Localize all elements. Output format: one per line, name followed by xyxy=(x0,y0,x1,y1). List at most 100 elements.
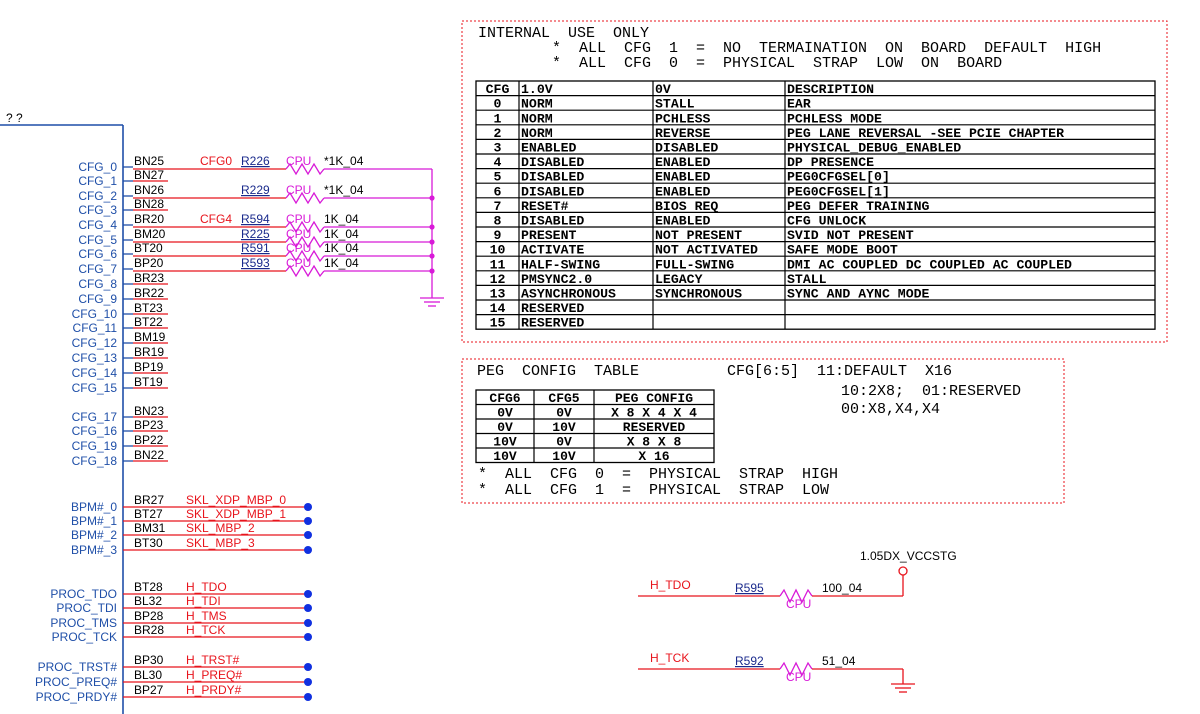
cfg-table-cell: SAFE MODE BOOT xyxy=(787,243,898,258)
cfg-signal-label: CFG_8 xyxy=(78,277,117,291)
ground-icon xyxy=(420,297,444,307)
cfg-pulldown-bus xyxy=(420,169,444,307)
peg-config-panel: PEG CONFIG TABLE CFG[6:5] 11:DEFAULT X16… xyxy=(461,358,1065,504)
cfg-table-header-cell: 0V xyxy=(655,82,671,97)
peg-table-cell: X 16 xyxy=(638,449,669,464)
peg-table-header-cell: CFG6 xyxy=(489,391,520,406)
bpm-net-label: SKL_MBP_2 xyxy=(186,521,255,535)
cfg-table-cell: SVID NOT PRESENT xyxy=(787,228,914,243)
cfg-table-cell: 11 xyxy=(490,257,506,272)
cfg-signal-label: CFG_16 xyxy=(72,424,118,438)
cfg-table-cell: ENABLED xyxy=(655,214,710,229)
peg-cfg-label: CFG[6:5] 11:DEFAULT X16 xyxy=(727,363,952,380)
cfg-table-cell: ACTIVATE xyxy=(521,243,584,258)
cfg-resistor xyxy=(285,162,325,176)
junction-dot xyxy=(429,253,435,259)
cfg-resistor-part: CPU xyxy=(286,241,311,255)
bpm-ball-label: BT30 xyxy=(134,536,163,550)
peg-table-cell: X 8 X 8 xyxy=(627,435,682,450)
cfg-table-frame xyxy=(475,80,1156,330)
cfg-table-cell: ENABLED xyxy=(655,184,710,199)
cfg-signal-label: CFG_14 xyxy=(72,366,118,380)
cfg-ball-label: BN28 xyxy=(134,197,164,211)
jtag-signal-label: PROC_TDI xyxy=(56,601,117,615)
cfg-table-cell: ASYNCHRONOUS xyxy=(521,287,616,302)
bpm-net-label: SKL_MBP_3 xyxy=(186,536,255,550)
cfg-table-cell: HALF-SWING xyxy=(521,257,600,272)
peg-table-frame xyxy=(475,389,715,464)
peg-table-cell: 10V xyxy=(493,449,517,464)
cfg-table-cell: BIOS REQ xyxy=(655,199,718,214)
peg-note-2: * ALL CFG 1 = PHYSICAL STRAP LOW xyxy=(478,482,829,499)
cfg-ball-label: BT20 xyxy=(134,241,163,255)
cfg-table-cell: DMI AC COUPLED DC COUPLED AC COUPLED xyxy=(787,257,1072,272)
cfg-ball-label: BR20 xyxy=(134,212,164,226)
cfg-resistor xyxy=(285,249,325,263)
cfg-ball-label: BP22 xyxy=(134,433,164,447)
connector-dot-icon xyxy=(304,517,312,525)
jtag-net-label: H_TDI xyxy=(186,594,221,608)
cfg-table-cell: 14 xyxy=(490,301,506,316)
cfg-ball-label: BN23 xyxy=(134,404,164,418)
tck-resistor xyxy=(779,661,813,677)
cfg-table-cell: DISABLED xyxy=(521,170,584,185)
cfg-signal-label: CFG_4 xyxy=(78,218,117,232)
bpm-net-label: SKL_XDP_MBP_1 xyxy=(186,507,286,521)
cfg-resistor-part: CPU xyxy=(286,212,311,226)
peg-table-cell: 0V xyxy=(556,435,572,450)
proc-signal-label: PROC_TRST# xyxy=(38,660,118,674)
cfg-table-cell: ENABLED xyxy=(655,170,710,185)
tdo-supply-label: 1.05DX_VCCSTG xyxy=(860,549,957,563)
tdo-pullup-circuit: H_TDO R595 CPU 100_04 1.05DX_VCCSTG xyxy=(638,549,957,611)
internal-use-panel: INTERNAL USE ONLY * ALL CFG 1 = NO TERMA… xyxy=(461,20,1168,343)
bpm-ball-label: BR27 xyxy=(134,493,164,507)
junction-dot xyxy=(429,195,435,201)
peg-table-header-cell: PEG CONFIG xyxy=(615,391,693,406)
cfg-resistor-ref: R226 xyxy=(241,154,270,168)
cfg-table-cell: DP PRESENCE xyxy=(787,155,874,170)
tck-resistor-ref: R592 xyxy=(735,654,764,668)
cfg-table-cell: PMSYNC2.0 xyxy=(521,272,592,287)
proc-net-label: H_PRDY# xyxy=(186,683,242,697)
connector-dot-icon xyxy=(304,663,312,671)
cfg-ball-label: BP20 xyxy=(134,256,164,270)
tdo-net-label: H_TDO xyxy=(650,578,691,592)
cfg-ball-label: BP23 xyxy=(134,418,164,432)
cfg-table-cell: CFG UNLOCK xyxy=(787,214,866,229)
cfg-ball-label: BN22 xyxy=(134,448,164,462)
cfg-resistor-value: 1K_04 xyxy=(324,227,359,241)
proc-ball-label: BL30 xyxy=(134,668,162,682)
cfg-table-cell: REVERSE xyxy=(655,126,710,141)
cfg-table-cell: ENABLED xyxy=(521,141,576,156)
cfg-table-cell: 2 xyxy=(494,126,502,141)
cfg-ball-label: BM20 xyxy=(134,227,166,241)
cfg-table-cell: 7 xyxy=(494,199,502,214)
peg-table-cell: 10V xyxy=(552,420,576,435)
peg-table-header-cell: CFG5 xyxy=(548,391,579,406)
connector-dot-icon xyxy=(304,590,312,598)
cfg-resistor-value: *1K_04 xyxy=(324,183,364,197)
cfg-resistor-part: CPU xyxy=(286,227,311,241)
proc-ball-label: BP27 xyxy=(134,683,164,697)
cfg-signal-label: CFG_19 xyxy=(72,439,118,453)
proc-signal-label: PROC_PREQ# xyxy=(35,675,117,689)
tck-net-label: H_TCK xyxy=(650,651,689,665)
connector-dot-icon xyxy=(304,503,312,511)
cfg-ball-label: BT22 xyxy=(134,315,163,329)
connector-dot-icon xyxy=(304,678,312,686)
cfg-table-cell: PEG0CFGSEL[0] xyxy=(787,170,890,185)
jtag-signal-label: PROC_TCK xyxy=(52,630,117,644)
cfg-table-cell: 3 xyxy=(494,141,502,156)
jtag-ball-label: BP28 xyxy=(134,609,164,623)
cfg-signal-label: CFG_7 xyxy=(78,262,117,276)
peg-title: PEG CONFIG TABLE xyxy=(477,363,639,380)
